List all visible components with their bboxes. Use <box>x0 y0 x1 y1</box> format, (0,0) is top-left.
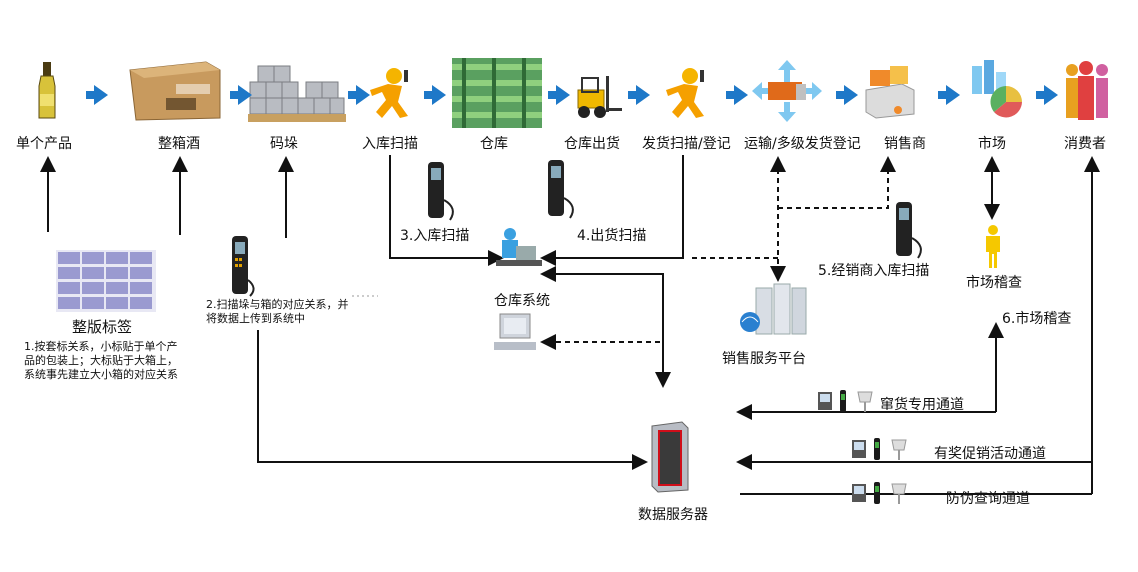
arrow-right-icon <box>348 85 370 105</box>
arrow-right-icon <box>628 85 650 105</box>
warehouse-photo-icon <box>452 58 542 128</box>
scanner-icon <box>890 200 928 260</box>
arrow-right-icon <box>938 85 960 105</box>
arrow-right-icon <box>424 85 446 105</box>
arrow-right-icon <box>548 85 570 105</box>
step5-label: 5.经销商入库扫描 <box>818 263 930 279</box>
warehouse-system-label: 仓库系统 <box>494 293 550 309</box>
step3-label: 3.入库扫描 <box>400 228 470 244</box>
arrow-right-icon <box>1036 85 1058 105</box>
box-icon <box>126 58 222 122</box>
inspector-icon <box>982 224 1004 268</box>
channel1-label: 窜货专用通道 <box>880 397 964 413</box>
pallet-label-title: 整版标签 <box>72 318 133 336</box>
label-dealer: 销售商 <box>884 136 926 152</box>
scanner-icon <box>226 234 258 298</box>
label-ship-scan: 发货扫描/登记 <box>642 136 731 152</box>
label-warehouse: 仓库 <box>480 136 508 152</box>
devices-icon <box>850 480 910 506</box>
forklift-icon <box>568 74 622 120</box>
data-server-label: 数据服务器 <box>638 507 708 523</box>
scanner-icon <box>422 160 460 222</box>
step4-label: 4.出货扫描 <box>577 228 647 244</box>
label-single-product: 单个产品 <box>16 136 72 152</box>
channel2-label: 有奖促销活动通道 <box>934 446 1046 462</box>
stack-note: 2.扫描垛与箱的对应关系，并将数据上传到系统中 <box>206 298 349 325</box>
scanner-icon <box>542 158 580 220</box>
arrow-right-icon <box>726 85 748 105</box>
label-stack: 码垛 <box>270 136 298 152</box>
label-market: 市场 <box>978 136 1006 152</box>
devices-icon <box>850 436 910 462</box>
consumers-icon <box>1058 60 1116 122</box>
bottle-icon <box>36 60 58 120</box>
running-person-icon <box>368 66 414 122</box>
computer-icon <box>492 312 538 354</box>
shop-goods-icon <box>862 64 918 120</box>
pallet-note: 1.按套标关系，小标贴于单个产品的包装上；大标贴于大箱上，系统事先建立大小箱的对… <box>24 340 178 381</box>
sales-platform-label: 销售服务平台 <box>722 351 806 367</box>
arrow-right-icon <box>836 85 858 105</box>
running-person-icon-2 <box>664 66 710 122</box>
arrow-right-icon <box>230 85 252 105</box>
channel3-label: 防伪查询通道 <box>946 491 1030 507</box>
label-sheet-icon <box>56 250 156 312</box>
label-whole-box-wine: 整箱酒 <box>158 136 200 152</box>
operator-desk-icon <box>496 226 542 272</box>
arrow-right-icon <box>86 85 108 105</box>
market-check-label: 市场稽查 <box>966 275 1022 291</box>
stacked-boxes-icon <box>248 60 346 126</box>
market-chart-icon <box>966 58 1030 122</box>
label-warehouse-out: 仓库出货 <box>564 136 620 152</box>
step6-label: 6.市场稽查 <box>1002 311 1072 327</box>
server-rack-icon <box>738 282 810 338</box>
label-consumer: 消费者 <box>1064 136 1106 152</box>
truck-transport-icon <box>752 60 822 122</box>
data-server-icon <box>644 420 690 494</box>
devices-icon <box>816 388 876 414</box>
label-transport: 运输/多级发货登记 <box>744 136 861 152</box>
label-inbound-scan: 入库扫描 <box>362 136 418 152</box>
